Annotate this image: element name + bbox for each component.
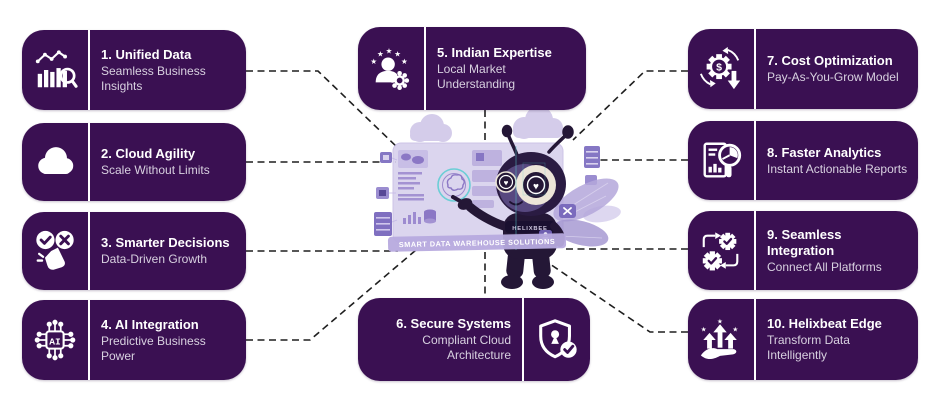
card-title: 10. Helixbeat Edge (767, 316, 882, 331)
svg-text:AI: AI (49, 336, 61, 347)
bee-eyes: ♥ ♥ (495, 171, 549, 198)
ai-chip-icon: AI (22, 300, 88, 380)
card-secure-systems: 6. Secure Systems Compliant Cloud Archit… (358, 298, 590, 381)
gears-sync-icon (688, 211, 754, 290)
shield-check-icon (524, 298, 590, 381)
card-subtitle: Data-Driven Growth (101, 252, 208, 266)
card-helixbeat-edge: ★ ★ ★ 10. Helixbeat Edge Transform Data In… (688, 299, 918, 380)
database-stack-left (374, 212, 392, 236)
card-faster-analytics: 8. Faster Analytics Instant Actionable R… (688, 121, 918, 200)
svg-text:★: ★ (732, 325, 738, 333)
floating-chips-right (584, 146, 600, 185)
card-subtitle: Scale Without Limits (101, 163, 210, 177)
report-pie-magnifier-icon (688, 121, 754, 200)
card-title: 9. Seamless Integration (767, 226, 842, 258)
floating-chips-left (374, 152, 398, 236)
card-title: 3. Smarter Decisions (101, 235, 230, 250)
card-subtitle: Compliant Cloud Architecture (422, 333, 511, 362)
svg-text:★: ★ (377, 49, 384, 58)
gear-dollar-cycle-icon: $ (688, 29, 754, 109)
card-divider (522, 298, 524, 381)
svg-text:★: ★ (370, 57, 377, 66)
card-divider (88, 300, 90, 380)
card-divider (754, 121, 756, 200)
x-chip (559, 204, 576, 218)
cloud-icon (22, 123, 88, 201)
card-title: 6. Secure Systems (396, 316, 511, 331)
card-subtitle: Instant Actionable Reports (767, 161, 908, 176)
dashboard-banner: SMART DATA WAREHOUSE SOLUTIONS (387, 233, 567, 252)
card-seamless-integration: 9. Seamless Integration Connect All Plat… (688, 211, 918, 290)
card-subtitle: Connect All Platforms (767, 259, 882, 274)
card-divider (424, 27, 426, 110)
card-subtitle: Transform Data Intelligently (767, 333, 850, 362)
card-divider (88, 30, 90, 110)
svg-text:★: ★ (717, 317, 723, 325)
expert-badge-icon: ★★★ ★★ (358, 27, 424, 110)
card-title: 7. Cost Optimization (767, 53, 893, 68)
card-title: 8. Faster Analytics (767, 144, 882, 160)
cloud-decoration-left (410, 114, 452, 142)
card-divider (88, 123, 90, 201)
hand-growth-arrows-icon: ★ ★ ★ (688, 299, 754, 380)
cloud-decoration-right (513, 106, 563, 139)
card-subtitle: Seamless Business Insights (101, 63, 206, 93)
svg-text:SMART DATA WAREHOUSE SOLUTIONS: SMART DATA WAREHOUSE SOLUTIONS (399, 237, 555, 249)
card-cloud-agility: 2. Cloud Agility Scale Without Limits (22, 123, 246, 201)
card-subtitle: Pay-As-You-Grow Model (767, 70, 899, 84)
card-title: 2. Cloud Agility (101, 146, 196, 161)
card-unified-data: 1. Unified Data Seamless Business Insigh… (22, 30, 246, 110)
connector-lines (246, 70, 688, 341)
card-subtitle: Local Market Understanding (437, 62, 516, 91)
card-title: 5. Indian Expertise (437, 45, 552, 60)
svg-text:★: ★ (386, 46, 393, 55)
bar-chart-magnifier-icon (22, 30, 88, 110)
bee-antennae (501, 124, 574, 157)
svg-text:$: $ (716, 61, 722, 73)
card-title: 1. Unified Data (101, 46, 192, 62)
card-subtitle: Predictive Business Power (101, 333, 206, 363)
card-smarter-decisions: 3. Smarter Decisions Data-Driven Growth (22, 212, 246, 290)
card-cost-optimization: $ 7. Cost Optimization Pay-As-You-Grow M… (688, 29, 918, 109)
card-divider (754, 299, 756, 380)
svg-text:★: ★ (394, 49, 401, 58)
mascot-name-label: HELIXBEE (512, 226, 547, 232)
svg-text:♥: ♥ (533, 182, 539, 193)
check-cross-hand-icon (22, 212, 88, 290)
svg-text:♥: ♥ (504, 179, 509, 188)
svg-text:★: ★ (701, 325, 707, 333)
svg-text:★: ★ (401, 57, 408, 66)
bee-mascot: HELIXBEE ♥ ♥ (451, 124, 621, 289)
card-divider (754, 29, 756, 109)
card-title: 4. AI Integration (101, 316, 199, 332)
card-divider (88, 212, 90, 290)
database-stack-right (584, 146, 600, 168)
card-ai-integration: AI 4. AI Integration (22, 300, 246, 380)
card-divider (754, 211, 756, 290)
card-indian-expertise: ★★★ ★★ 5. Indian Expertise Loc (358, 27, 586, 110)
